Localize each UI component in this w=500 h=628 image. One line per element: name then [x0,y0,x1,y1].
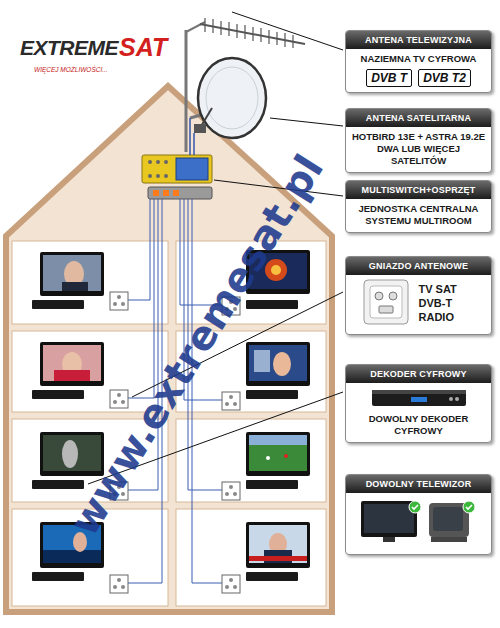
callout-box: DEKODER CYFROWY DOWOLNY DEKODER CYFROWY [345,364,492,443]
callout-text: DOWOLNY DEKODER CYFROWY [351,413,486,437]
callout-heading: DOWOLNY TELEWIZOR [346,475,491,493]
callout-heading: ANTENA SATELITARNA [346,109,491,127]
satellite-dish [190,58,266,138]
logo-row: DVB T DVB T2 [351,69,486,87]
callout-box: DOWOLNY TELEWIZOR [345,474,492,555]
callout-body: HOTBIRD 13E + ASTRA 19.2E DWA LUB WIĘCEJ… [346,127,491,172]
callout-text: TV SAT DVB-T RADIO [419,283,475,324]
multiswitch [142,118,212,199]
callout-body [346,493,491,554]
callout-text: NAZIEMNA TV CYFROWA [351,53,486,65]
callout-body: JEDNOSTKA CENTRALNA SYSTEMU MULTIROOM [346,199,491,232]
callout-box: GNIAZDO ANTENOWE TV SAT DVB-T RADIO [345,256,492,335]
logo-word: EXTREME [20,36,118,60]
callout-heading: MULTISWITCH+OSPRZĘT [346,181,491,199]
decoder-icon [351,387,486,413]
socket-picture [363,279,409,325]
callout-text: HOTBIRD 13E + ASTRA 19.2E DWA LUB WIĘCEJ… [351,131,486,167]
terrestrial-antenna [186,18,305,152]
callout-heading: ANTENA TELEWIZYJNA [346,31,491,49]
tv-icons [351,497,486,549]
logo-word: SAT [119,33,167,62]
tv-picture [359,497,479,545]
callout-text: JEDNOSTKA CENTRALNA SYSTEMU MULTIROOM [351,203,486,227]
dvb-logo: DVB T [366,69,412,87]
callout-heading: DEKODER CYFROWY [346,365,491,383]
callout-body: NAZIEMNA TV CYFROWA DVB T DVB T2 [346,49,491,92]
callout-box: MULTISWITCH+OSPRZĘT JEDNOSTKA CENTRALNA S… [345,180,492,233]
callout-box: ANTENA SATELITARNA HOTBIRD 13E + ASTRA 19… [345,108,492,173]
logo-slogan: WIĘCEJ MOŻLIWOŚCI... [34,66,108,73]
callout-heading: GNIAZDO ANTENOWE [346,257,491,275]
house-outline [6,86,332,612]
socket-icon [363,279,409,329]
callout-box: ANTENA TELEWIZYJNA NAZIEMNA TV CYFROWA DVB… [345,30,492,93]
callout-body: TV SAT DVB-T RADIO [346,275,491,334]
callout-body: DOWOLNY DEKODER CYFROWY [346,383,491,442]
socket-row: TV SAT DVB-T RADIO [351,279,486,329]
dvb-logo: DVB T2 [418,69,471,87]
decoder-picture [371,387,467,409]
